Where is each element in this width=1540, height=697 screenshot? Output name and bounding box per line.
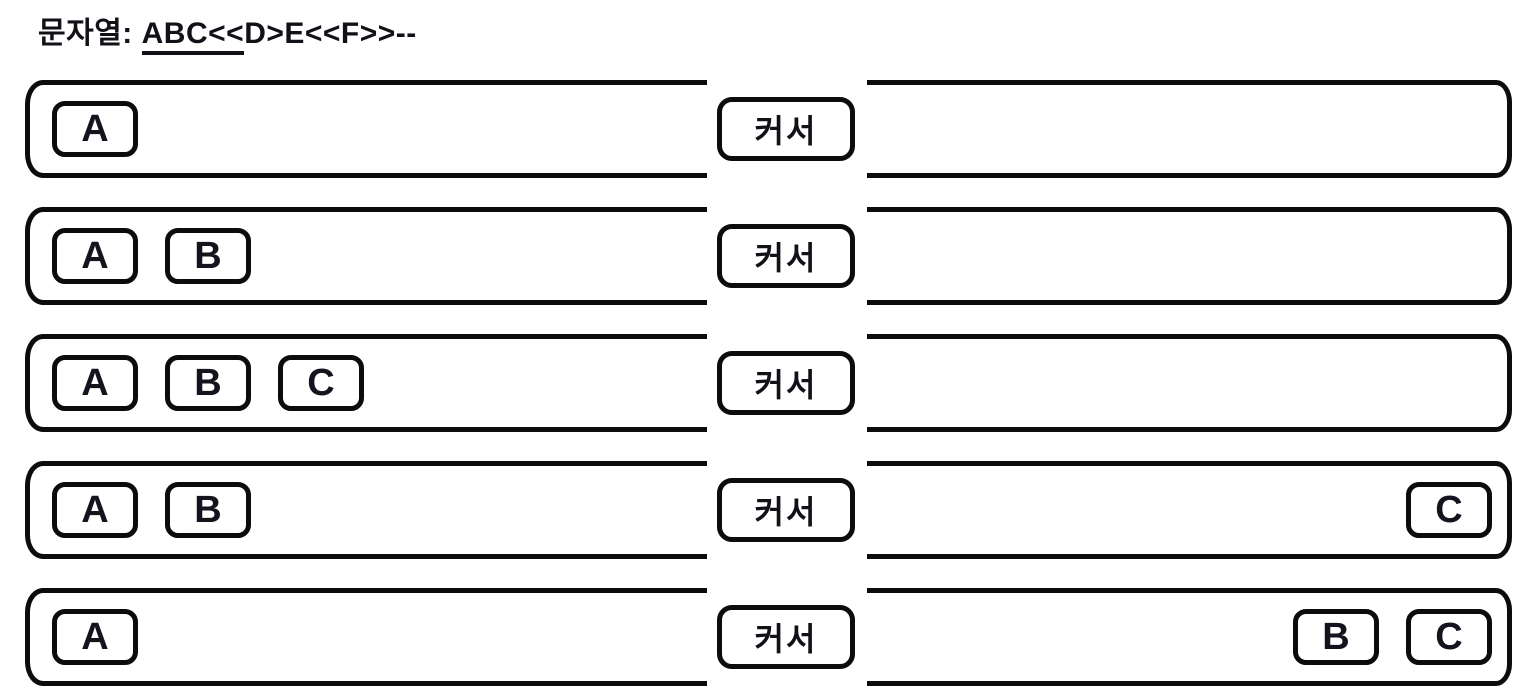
right-of-cursor-track (867, 80, 1512, 178)
cursor-label: 커서 (754, 621, 818, 657)
char-chip-c: C (1406, 609, 1492, 665)
char-chip-a: A (52, 228, 138, 284)
page-title: 문자열: ABC<<D>E<<F>>-- (38, 8, 417, 55)
cursor-label: 커서 (754, 113, 818, 149)
left-of-cursor-track: A (25, 80, 707, 178)
char-chip-a: A (52, 355, 138, 411)
left-of-cursor-track: A (25, 588, 707, 686)
char-chip-a: A (52, 101, 138, 157)
char-chip-b: B (165, 482, 251, 538)
title-rest: D>E<<F>>-- (244, 17, 417, 50)
char-chip-b: B (1293, 609, 1379, 665)
state-row: A 커서 (25, 80, 1512, 178)
right-of-cursor-track (867, 207, 1512, 305)
cursor-label: 커서 (754, 367, 818, 403)
char-chip-a: A (52, 609, 138, 665)
char-chip-b: B (165, 228, 251, 284)
title-prefix: 문자열: (38, 17, 142, 50)
title-underlined-segment: ABC<< (141, 17, 245, 55)
char-chip-c: C (278, 355, 364, 411)
cursor-box: 커서 (717, 351, 855, 415)
cursor-label: 커서 (754, 240, 818, 276)
char-chip-a: A (52, 482, 138, 538)
char-chip-b: B (165, 355, 251, 411)
cursor-label: 커서 (754, 494, 818, 530)
right-of-cursor-track: C (867, 461, 1512, 559)
cursor-box: 커서 (717, 605, 855, 669)
char-chip-c: C (1406, 482, 1492, 538)
cursor-box: 커서 (717, 224, 855, 288)
cursor-box: 커서 (717, 478, 855, 542)
right-of-cursor-track (867, 334, 1512, 432)
cursor-box: 커서 (717, 97, 855, 161)
